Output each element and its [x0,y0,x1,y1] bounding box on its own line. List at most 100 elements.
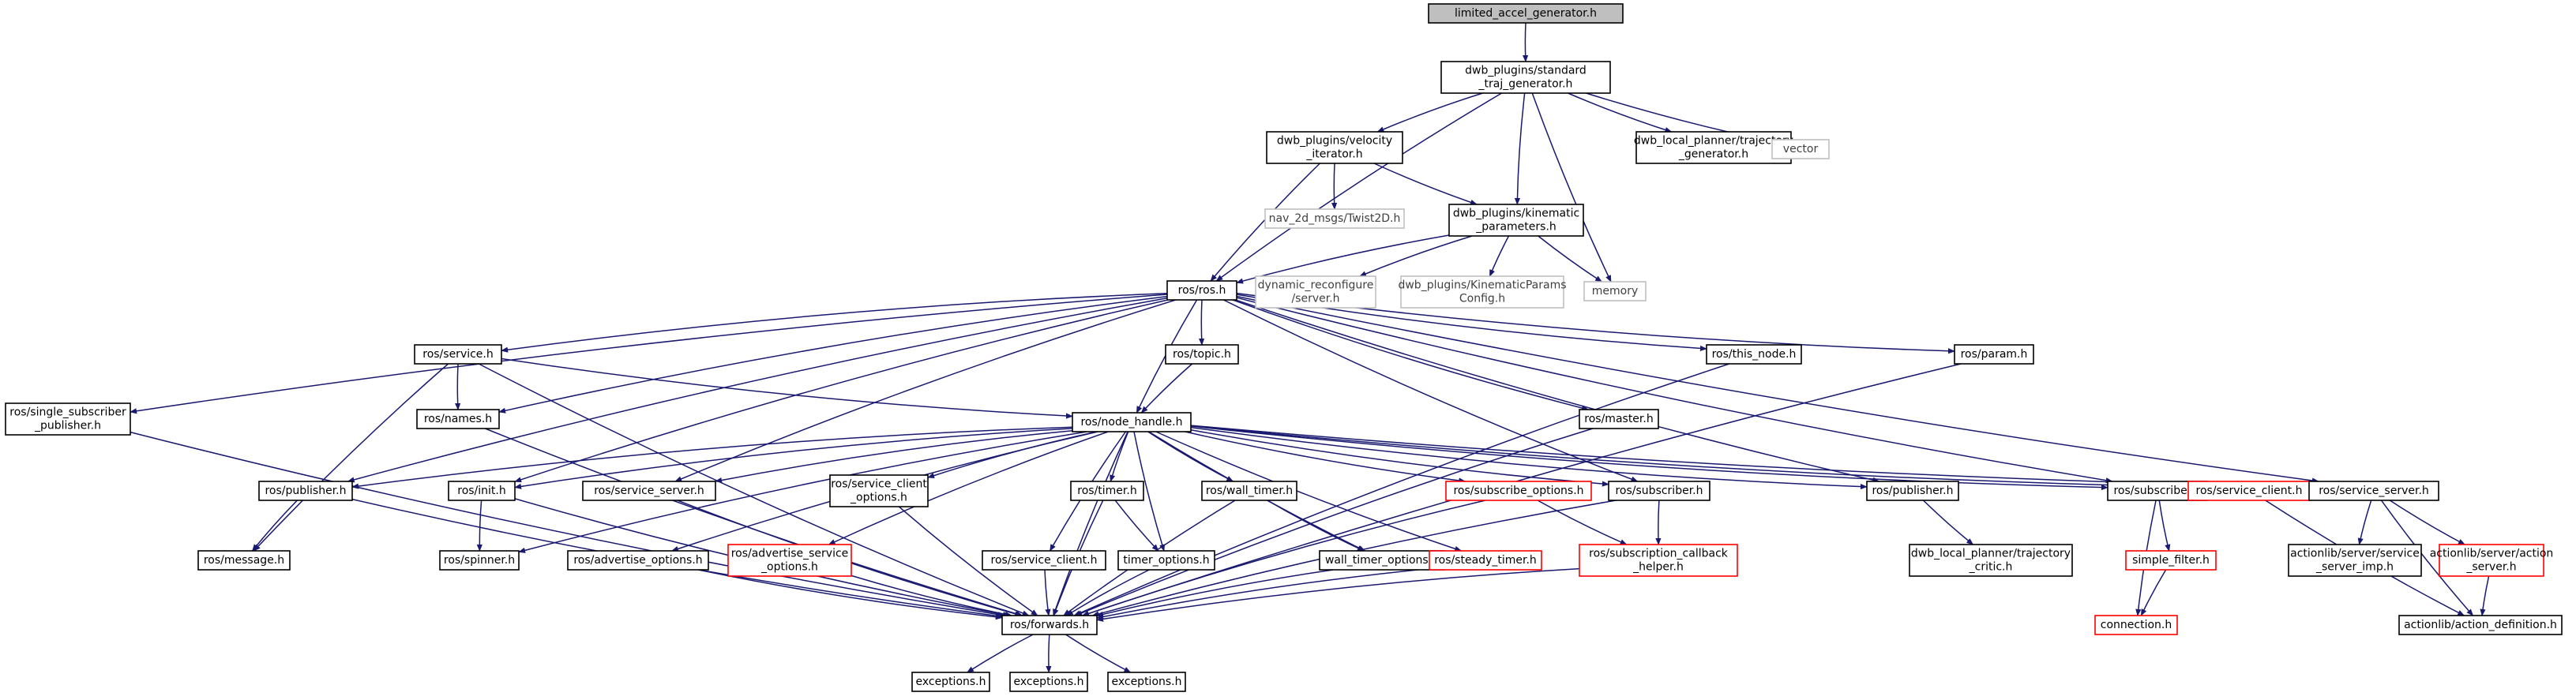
node-dlp_tc[interactable]: dwb_local_planner/trajectory_critic.h [1909,544,2073,577]
edge-steady-to-fwd [1096,567,1430,620]
node-label-exc1-0: exceptions.h [915,676,986,688]
edge-nh-to-sco [927,431,1098,479]
node-subopt[interactable]: ros/subscribe_options.h [1445,481,1592,501]
node-sub1[interactable]: ros/subscriber.h [1608,481,1710,501]
node-label-kpc-1: Config.h [1459,293,1505,305]
edge-kin-to-kpc [1489,235,1510,277]
edge-fwd-to-exc2 [1046,634,1052,673]
node-label-ssrv2-0: ros/service_server.h [2319,485,2429,497]
node-box-alsimp [2288,544,2422,577]
node-label-conn-0: connection.h [2101,619,2172,631]
node-service[interactable]: ros/service.h [414,344,502,365]
edge-subopt-to-fwd [1082,500,1486,616]
node-nh[interactable]: ros/node_handle.h [1072,412,1192,432]
node-box-thisnode [1706,344,1802,365]
edge-vel-to-twist [1331,163,1338,210]
node-label-pub2-0: ros/publisher.h [1872,485,1953,497]
node-advsrv[interactable]: ros/advertise_service_options.h [727,544,852,577]
node-box-alad [2398,615,2563,635]
node-ssp[interactable]: ros/single_subscriber_publisher.h [5,402,131,436]
node-names[interactable]: ros/names.h [416,409,500,429]
node-message[interactable]: ros/message.h [197,550,291,571]
node-label-ros-0: ros/ros.h [1178,284,1226,297]
node-box-advsrv [727,544,852,577]
node-alas[interactable]: actionlib/server/action_server.h [2430,544,2554,577]
edge-service-to-fwd [478,363,1030,616]
node-sco[interactable]: ros/service_client_options.h [829,474,929,507]
node-label-advopt-0: ros/advertise_options.h [573,554,702,567]
node-label-alas-1: _server.h [2465,561,2516,574]
node-scbh[interactable]: ros/subscription_callback_helper.h [1579,544,1738,577]
node-ssrv1[interactable]: ros/service_server.h [582,481,716,501]
node-param[interactable]: ros/param.h [1954,344,2034,365]
node-sclient2[interactable]: ros/service_client.h [982,550,1106,571]
node-dlp_tg[interactable]: dwb_local_planner/trajectory_generator.h [1634,131,1793,164]
node-root[interactable]: limited_accel_generator.h [1428,3,1624,24]
edge-ssrv2-to-alsimp [2357,500,2372,545]
edge-ros-to-ssrv1 [674,299,1177,482]
node-ros[interactable]: ros/ros.h [1166,280,1237,301]
edge-ssp-to-fwd [130,431,1005,618]
node-label-sco-1: _options.h [850,492,907,504]
node-box-scbh [1579,544,1738,577]
node-label-exc3-0: exceptions.h [1111,676,1181,688]
edge-sub1-to-scbh [1655,500,1662,545]
node-fwd[interactable]: ros/forwards.h [1001,615,1098,635]
edge-nh-to-spinner [518,431,1087,553]
node-steady[interactable]: ros/steady_timer.h [1429,550,1542,571]
node-exc1[interactable]: exceptions.h [911,672,990,692]
node-topic[interactable]: ros/topic.h [1165,344,1239,365]
node-box-exc3 [1107,672,1186,692]
node-label-init-0: ros/init.h [457,485,506,497]
node-label-alas-0: actionlib/server/action [2430,548,2554,560]
node-label-advsrv-1: _options.h [760,561,818,574]
node-sclient1[interactable]: ros/service_client.h [2187,481,2311,501]
node-dynrec: dynamic_reconfigure/server.h [1255,275,1376,309]
node-box-vector [1771,139,1830,159]
node-kin[interactable]: dwb_plugins/kinematic_parameters.h [1448,204,1584,237]
node-box-conn [2094,615,2178,635]
edge-nh-to-fwd [1053,431,1128,616]
node-box-steady [1429,550,1542,571]
edge-advopt-to-fwd [698,569,1003,620]
node-sfilter[interactable]: simple_filter.h [2125,550,2217,571]
node-label-nh-0: ros/node_handle.h [1080,416,1182,429]
node-exc3[interactable]: exceptions.h [1107,672,1186,692]
node-vector: vector [1771,139,1830,159]
node-pub2[interactable]: ros/publisher.h [1866,481,1959,501]
node-alad[interactable]: actionlib/action_definition.h [2398,615,2563,635]
node-label-ssp-1: _publisher.h [34,420,101,432]
node-ssrv2[interactable]: ros/service_server.h [2308,481,2439,501]
node-init[interactable]: ros/init.h [448,481,516,501]
node-wtimer[interactable]: ros/wall_timer.h [1201,481,1297,501]
node-spinner[interactable]: ros/spinner.h [439,550,520,571]
node-box-param [1954,344,2034,365]
node-memory: memory [1583,281,1647,301]
node-vel[interactable]: dwb_plugins/velocity_iterator.h [1266,131,1403,164]
node-box-vel [1266,131,1403,164]
node-master[interactable]: ros/master.h [1579,409,1659,429]
node-pub1[interactable]: ros/publisher.h [258,481,353,501]
edge-ssrv2-to-alas [2389,500,2465,545]
node-thisnode[interactable]: ros/this_node.h [1706,344,1802,365]
edge-nh-to-ssrv1 [715,429,1073,484]
node-box-init [448,481,516,501]
edge-stg-to-kin [1514,92,1526,205]
node-alsimp[interactable]: actionlib/server/service_server_imp.h [2288,544,2422,577]
node-label-fwd-0: ros/forwards.h [1010,619,1089,631]
edge-stg-to-memory [1531,92,1612,283]
node-wtopt[interactable]: wall_timer_options.h [1319,550,1445,571]
node-label-stg-1: _traj_generator.h [1478,78,1573,91]
node-label-sclient1-0: ros/service_client.h [2196,485,2303,497]
node-timer[interactable]: ros/timer.h [1070,481,1144,501]
node-exc2[interactable]: exceptions.h [1009,672,1088,692]
node-box-timer [1070,481,1144,501]
node-stg[interactable]: dwb_plugins/standard_traj_generator.h [1440,61,1611,94]
node-label-spinner-0: ros/spinner.h [444,554,515,567]
node-conn[interactable]: connection.h [2094,615,2178,635]
edge-thisnode-to-fwd [1073,363,1730,616]
edge-stg-to-dlp_tg [1568,92,1673,133]
node-label-sub1-0: ros/subscriber.h [1615,485,1703,497]
node-advopt[interactable]: ros/advertise_options.h [567,550,709,571]
node-timeropt[interactable]: timer_options.h [1117,550,1215,571]
